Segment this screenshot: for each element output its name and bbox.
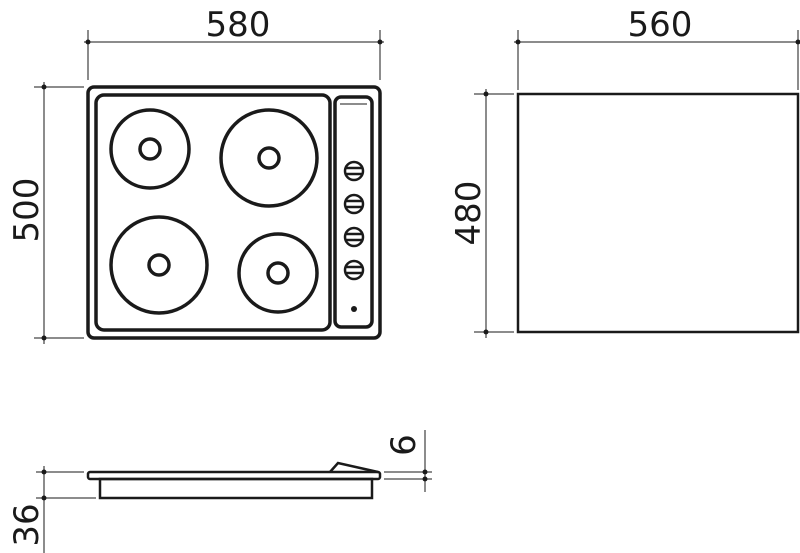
indicator-light — [351, 306, 357, 312]
cutout-depth-label: 480 — [449, 181, 489, 246]
hob-surface — [94, 93, 332, 332]
cutout-view — [516, 92, 800, 334]
glass-thickness-label: 6 — [384, 434, 424, 456]
burner-bottom-left — [109, 215, 209, 315]
knob-2 — [343, 193, 365, 215]
cutout-width-label: 560 — [628, 5, 693, 45]
dimension-cutout-width: 560 — [514, 5, 800, 90]
knob-1 — [343, 160, 365, 182]
cutout-outline — [516, 92, 800, 334]
knob-3 — [343, 226, 365, 248]
knob-4 — [343, 259, 365, 281]
side-body — [98, 477, 374, 500]
cooktop-width-label: 580 — [206, 5, 271, 45]
burner-top-left — [109, 108, 191, 190]
dimension-cutout-depth: 480 — [449, 89, 514, 338]
dimension-cooktop-depth: 500 — [7, 82, 84, 344]
control-panel — [333, 95, 374, 329]
side-control-panel — [329, 461, 379, 474]
burner-top-right — [219, 108, 319, 208]
installed-height-label: 36 — [7, 503, 47, 546]
burner-bottom-right — [237, 232, 319, 314]
cooktop-outline — [86, 85, 382, 340]
dimension-glass-thickness: 6 — [384, 430, 432, 492]
dimension-installed-height: 36 — [7, 466, 96, 553]
cooktop-side-view — [86, 461, 382, 500]
cooktop-depth-label: 500 — [7, 178, 47, 243]
dimension-cooktop-width: 580 — [84, 5, 384, 80]
cooktop-top-view — [86, 85, 382, 340]
